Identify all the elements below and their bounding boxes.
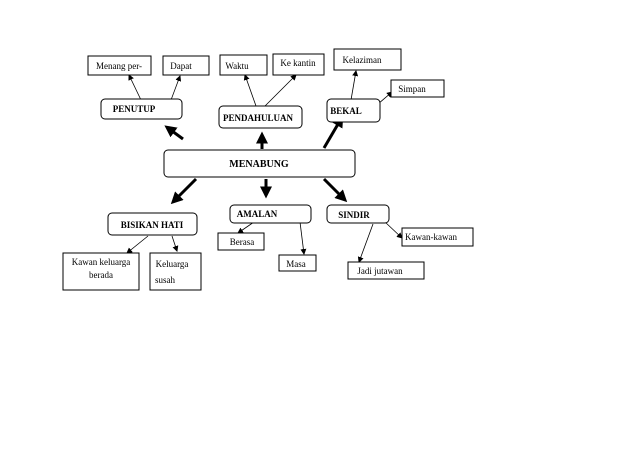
node-bekal-label: BEKAL: [330, 106, 362, 116]
arrow-to-bisikan-hati: [170, 177, 198, 205]
leaf-kawan-keluarga-line2: berada: [89, 270, 113, 280]
node-pendahuluan-label: PENDAHULUAN: [223, 113, 294, 123]
leaf-masa: Masa: [278, 254, 317, 272]
leaf-simpan-label: Simpan: [398, 84, 426, 94]
leaf-ke-kantin-label: Ke kantin: [280, 58, 316, 68]
leaf-simpan: Simpan: [390, 79, 445, 98]
node-bekal: BEKAL: [326, 98, 381, 123]
leaf-waktu-label: Waktu: [225, 61, 249, 71]
node-bisikan-hati: BISIKAN HATI: [107, 212, 198, 236]
node-bisikan-hati-label: BISIKAN HATI: [121, 220, 184, 230]
node-penutup: PENUTUP: [100, 98, 183, 120]
leaf-menang-per-label: Menang per-: [96, 61, 142, 71]
center-label: MENABUNG: [229, 159, 289, 170]
leaf-ke-kantin: Ke kantin: [272, 53, 325, 76]
leaf-berasa: Berasa: [217, 232, 265, 251]
center-node: MENABUNG: [163, 149, 356, 178]
leaf-kelaziman-label: Kelaziman: [343, 55, 382, 65]
leaf-kawan-keluarga-line1: Kawan keluarga: [72, 257, 131, 267]
leaf-kawan-keluarga-berada: Kawan keluarga berada: [62, 252, 140, 291]
leaf-kelaziman: Kelaziman: [333, 48, 402, 71]
node-pendahuluan: PENDAHULUAN: [218, 105, 303, 129]
node-amalan: AMALAN: [229, 204, 312, 224]
node-amalan-label: AMALAN: [237, 209, 278, 219]
main-arrows: [164, 115, 348, 205]
node-penutup-label: PENUTUP: [113, 104, 156, 114]
leaf-masa-label: Masa: [286, 259, 306, 269]
arrow-to-penutup: [164, 125, 184, 141]
leaf-keluarga-susah: Keluarga susah: [149, 252, 202, 291]
arrow-dapat: [170, 75, 182, 101]
leaf-keluarga-line2: susah: [155, 275, 175, 285]
arrow-kawan-kawan: [384, 221, 403, 239]
arrow-to-bekal: [322, 115, 344, 149]
arrow-berasa: [237, 221, 255, 234]
leaf-jadi-jutawan: Jadi jutawan: [347, 261, 425, 280]
node-sindir: SINDIR: [326, 204, 390, 224]
leaf-berasa-label: Berasa: [230, 237, 255, 247]
leaf-dapat: Dapat: [162, 55, 210, 76]
arrow-keluarga-susah: [171, 235, 179, 252]
leaf-dapat-label: Dapat: [170, 61, 192, 71]
node-sindir-label: SINDIR: [338, 210, 370, 220]
leaf-keluarga-line1: Keluarga: [156, 259, 189, 269]
arrow-masa: [299, 221, 307, 255]
arrow-jadi-jutawan: [357, 223, 374, 263]
arrow-menang-per: [128, 74, 142, 101]
leaf-kawan-kawan: Kawan-kawan: [401, 227, 474, 247]
leaf-menang-per: Menang per-: [87, 55, 152, 76]
arrow-kawan-keluarga: [126, 235, 149, 254]
arrow-kelaziman: [350, 70, 359, 101]
arrow-to-sindir: [322, 177, 348, 203]
leaf-waktu: Waktu: [219, 54, 268, 76]
arrow-waktu: [243, 74, 257, 107]
arrow-ke-kantin: [264, 74, 297, 107]
leaf-jadi-jutawan-label: Jadi jutawan: [357, 266, 403, 276]
leaf-kawan-kawan-label: Kawan-kawan: [405, 232, 457, 242]
